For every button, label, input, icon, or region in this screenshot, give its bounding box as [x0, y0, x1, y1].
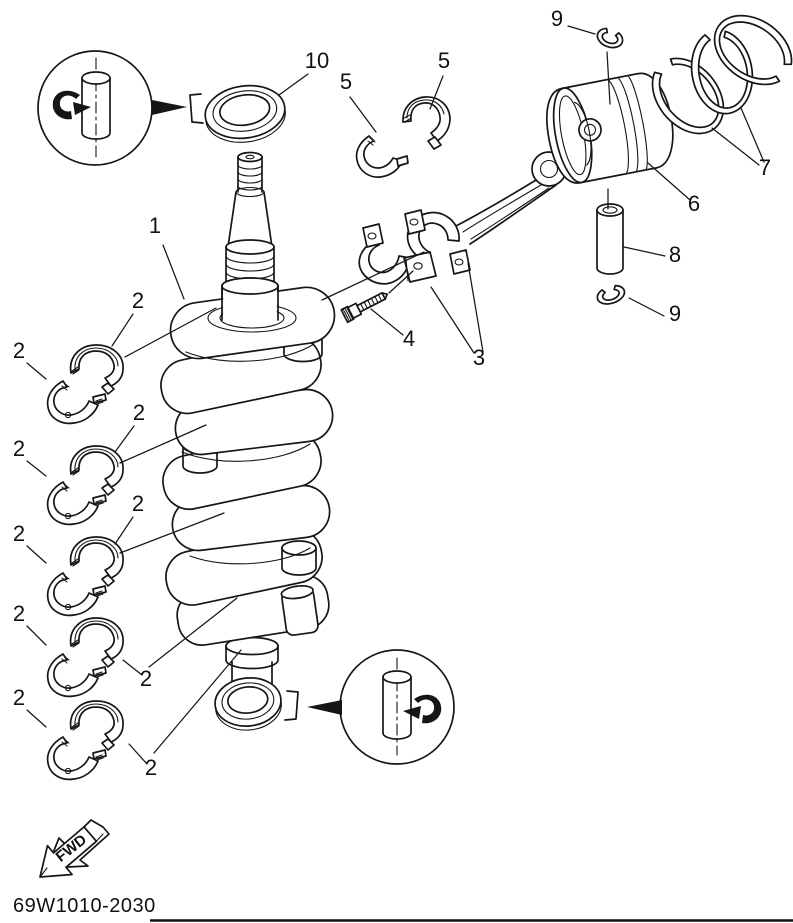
leader-line-2 [111, 313, 134, 347]
assembly-line [124, 307, 217, 358]
callout-number-1: 1 [149, 213, 161, 238]
callout-number-2: 2 [13, 521, 25, 546]
rod-bolt [340, 292, 389, 324]
location-bracket-bottom [284, 690, 299, 721]
location-bracket-top [189, 93, 204, 124]
main-bearing-pair-4 [46, 617, 124, 698]
magnifier-arrow-bottom [307, 700, 342, 715]
callout-number-3: 3 [473, 345, 485, 370]
leader-line-2 [128, 743, 148, 765]
leader-line-5 [349, 96, 377, 133]
clip-detail-icon [52, 90, 80, 120]
leader-line-7 [711, 127, 760, 166]
piston-pin [596, 203, 624, 275]
leader-line-4 [370, 308, 404, 336]
artwork [37, 14, 793, 922]
assembly-line [606, 51, 611, 105]
assembly-line [153, 649, 242, 754]
crankshaft [160, 277, 336, 708]
main-bearing-pair-1 [46, 344, 124, 425]
magnifier-arrow-top [152, 100, 187, 115]
detail-circle-bottom [339, 649, 455, 765]
callout-number-2: 2 [13, 601, 25, 626]
callout-number-9: 9 [669, 301, 681, 326]
crank-pin-4 [280, 584, 319, 636]
callout-number-8: 8 [669, 242, 681, 267]
leader-line-2 [122, 659, 143, 676]
piston [546, 72, 674, 184]
oil-seal-lower [214, 677, 282, 731]
leader-line-8 [623, 246, 666, 257]
crank-pin-3 [281, 540, 317, 576]
callout-layer: 1 10 5 5 9 7 6 8 9 4 3 2 2 2 2 2 2 2 2 2 2 [13, 6, 771, 780]
leader-line-6 [647, 162, 691, 201]
leader-line-2 [114, 516, 134, 545]
leader-line-1 [162, 244, 185, 300]
callout-number-2: 2 [13, 338, 25, 363]
callout-number-6: 6 [688, 191, 700, 216]
fwd-arrow [39, 819, 110, 878]
callout-number-9: 9 [551, 6, 563, 31]
callout-number-2: 2 [133, 400, 145, 425]
leader-line-2 [26, 545, 47, 564]
rod-bearing-upper [402, 96, 451, 150]
leader-line-2 [114, 425, 135, 453]
leader-line-7 [740, 107, 765, 163]
detail-circle-top [37, 50, 153, 166]
rod-bearing-lower [355, 135, 409, 178]
rod-cap [358, 223, 437, 285]
piston-pin-clip-bottom [596, 284, 626, 305]
leader-line-2 [26, 460, 47, 477]
leader-line-2 [26, 625, 47, 646]
main-bearing-pair-5 [46, 700, 124, 781]
callout-number-10: 10 [305, 48, 329, 73]
callout-number-2: 2 [13, 436, 25, 461]
callout-number-2: 2 [132, 491, 144, 516]
oil-seal-upper [204, 84, 286, 143]
clip-detail-icon [414, 694, 442, 724]
assembly-line [148, 597, 238, 668]
callout-number-7: 7 [759, 155, 771, 180]
figure-code: 69W1010-2030 [13, 895, 156, 917]
callout-number-2: 2 [140, 666, 152, 691]
piston-pin-clip-top [596, 27, 624, 49]
leader-line-2 [26, 709, 47, 728]
callout-number-5: 5 [340, 69, 352, 94]
leader-line-9 [567, 25, 596, 35]
leader-line-5 [429, 75, 444, 110]
leader-line-3 [430, 286, 475, 354]
assembly-line [119, 512, 225, 554]
main-bearing-pair-3 [46, 536, 124, 617]
callout-number-2: 2 [132, 288, 144, 313]
leader-line-2 [26, 362, 47, 380]
leader-line-3 [467, 262, 484, 353]
assembly-line [388, 270, 414, 294]
callout-number-2: 2 [13, 685, 25, 710]
callout-number-2: 2 [145, 755, 157, 780]
callout-number-5: 5 [438, 48, 450, 73]
piston-rings [651, 14, 793, 135]
callout-number-4: 4 [403, 326, 415, 351]
leader-line-9 [628, 297, 665, 317]
assembly-line [321, 251, 425, 301]
leader-line-10 [278, 73, 309, 96]
main-bearing-pair-2 [46, 445, 124, 526]
assembly-line [119, 424, 207, 464]
connecting-rod [404, 151, 567, 275]
assembly-lines [119, 51, 611, 754]
